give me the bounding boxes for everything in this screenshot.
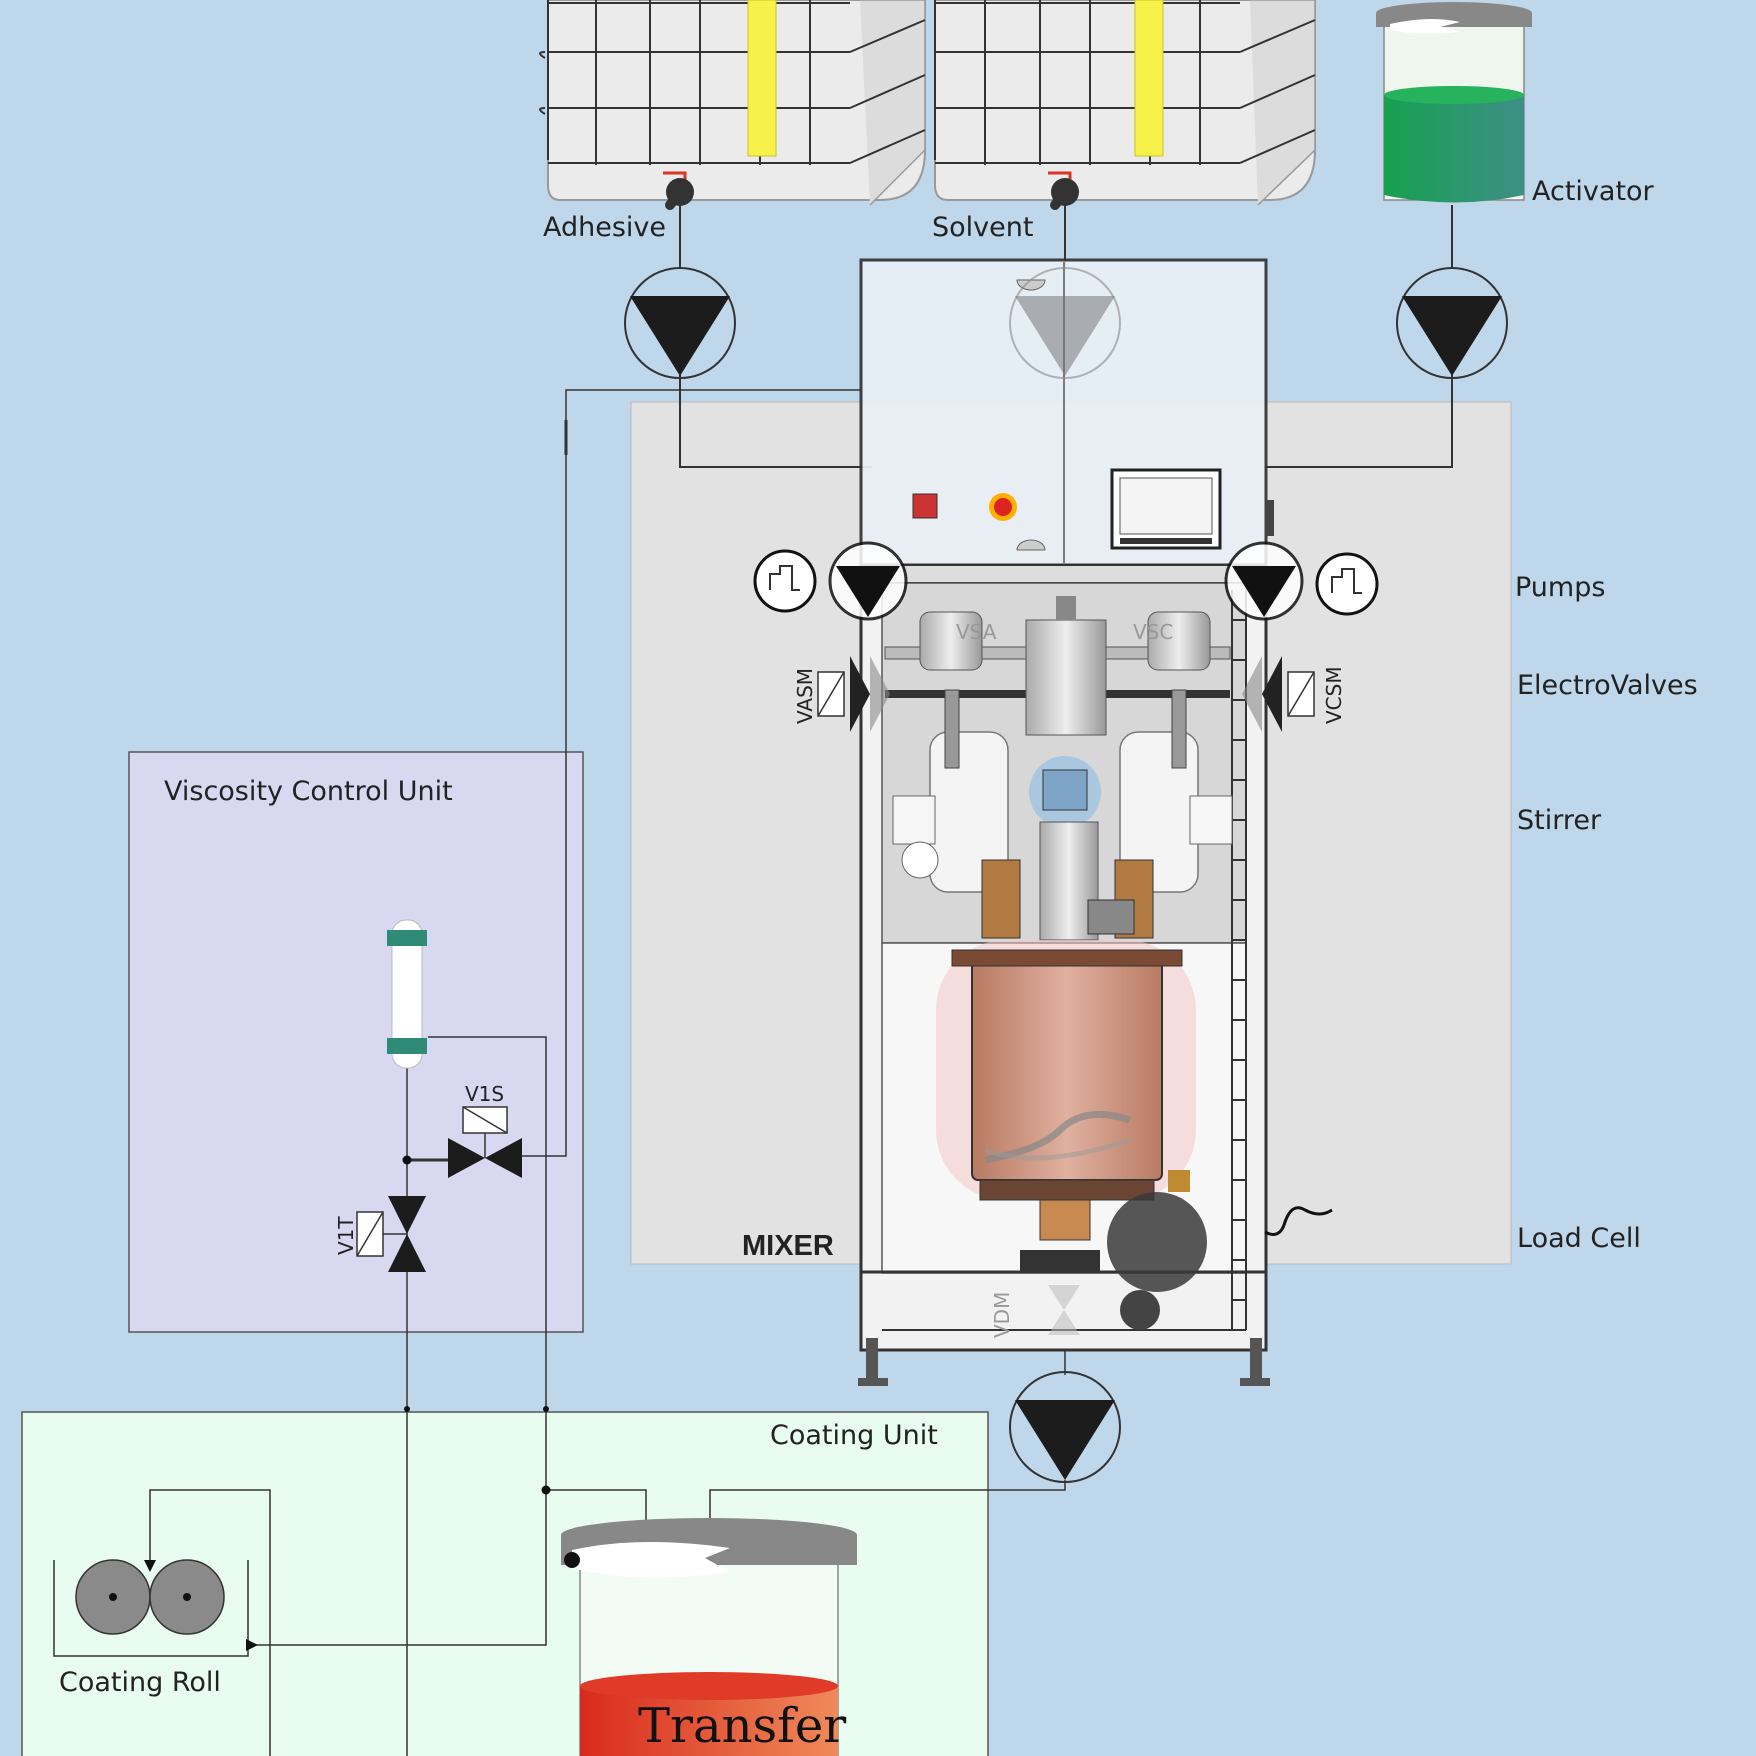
stirrer-label: Stirrer <box>1517 805 1602 836</box>
viscosity-title: Viscosity Control Unit <box>164 776 453 807</box>
mixer-title: MIXER <box>742 1230 834 1262</box>
activator-beaker <box>1376 2 1532 203</box>
v1s-label: V1S <box>465 1082 505 1106</box>
viscosity-box <box>128 751 584 1333</box>
solvent-tank <box>934 0 1316 210</box>
electrovalve-vcsm <box>1242 656 1315 732</box>
pump-adhesive <box>624 267 736 379</box>
adhesive-label: Adhesive <box>543 212 667 243</box>
solvent-label: Solvent <box>932 212 1034 243</box>
coating-rolls <box>75 1559 225 1635</box>
vcsm-label: VCSM <box>1322 666 1346 724</box>
vdm-label: VDM <box>990 1291 1014 1338</box>
adhesive-tank <box>539 0 926 210</box>
pump-discharge <box>1009 1371 1121 1483</box>
v1t-label: V1T <box>334 1216 358 1255</box>
transfer-label: Transfer <box>638 1698 847 1754</box>
pump-activator <box>1396 267 1508 379</box>
load-cell-label: Load Cell <box>1517 1223 1641 1254</box>
electrovalve-vasm <box>817 656 890 732</box>
feed-lines <box>679 205 1453 468</box>
transfer-container <box>561 1518 857 1756</box>
valve-v1s <box>448 1106 522 1178</box>
mixer-pumps <box>753 541 1379 621</box>
vasm-label: VASM <box>793 667 817 724</box>
electrovalves-label: ElectroValves <box>1517 670 1698 701</box>
pumps-label: Pumps <box>1515 572 1606 603</box>
vsa-label: VSA <box>956 620 997 644</box>
viscometer <box>387 919 427 1069</box>
coating-roll-label: Coating Roll <box>59 1667 221 1698</box>
vsc-label: VSC <box>1133 620 1174 644</box>
valve-v1t <box>356 1196 426 1272</box>
activator-label: Activator <box>1532 176 1654 207</box>
mixer-cabinet <box>858 258 1333 1386</box>
coating-unit-title: Coating Unit <box>770 1420 938 1451</box>
